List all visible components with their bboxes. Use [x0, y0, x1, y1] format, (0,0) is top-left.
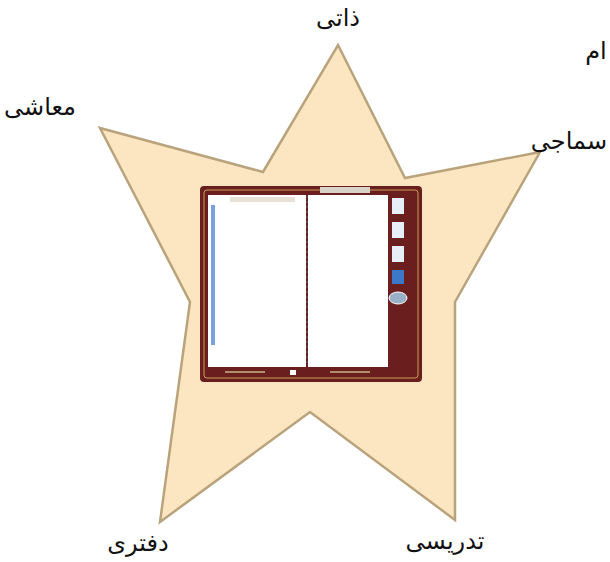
point-label: ام	[585, 37, 607, 66]
planner-picture	[200, 186, 422, 382]
point-label: سماجی	[531, 127, 607, 156]
point-label: دفتری	[107, 529, 168, 558]
star-shape	[100, 45, 540, 522]
point-label: معاشی	[4, 93, 76, 122]
point-label: ذاتی	[316, 4, 360, 33]
point-label: تدریسی	[406, 527, 485, 556]
